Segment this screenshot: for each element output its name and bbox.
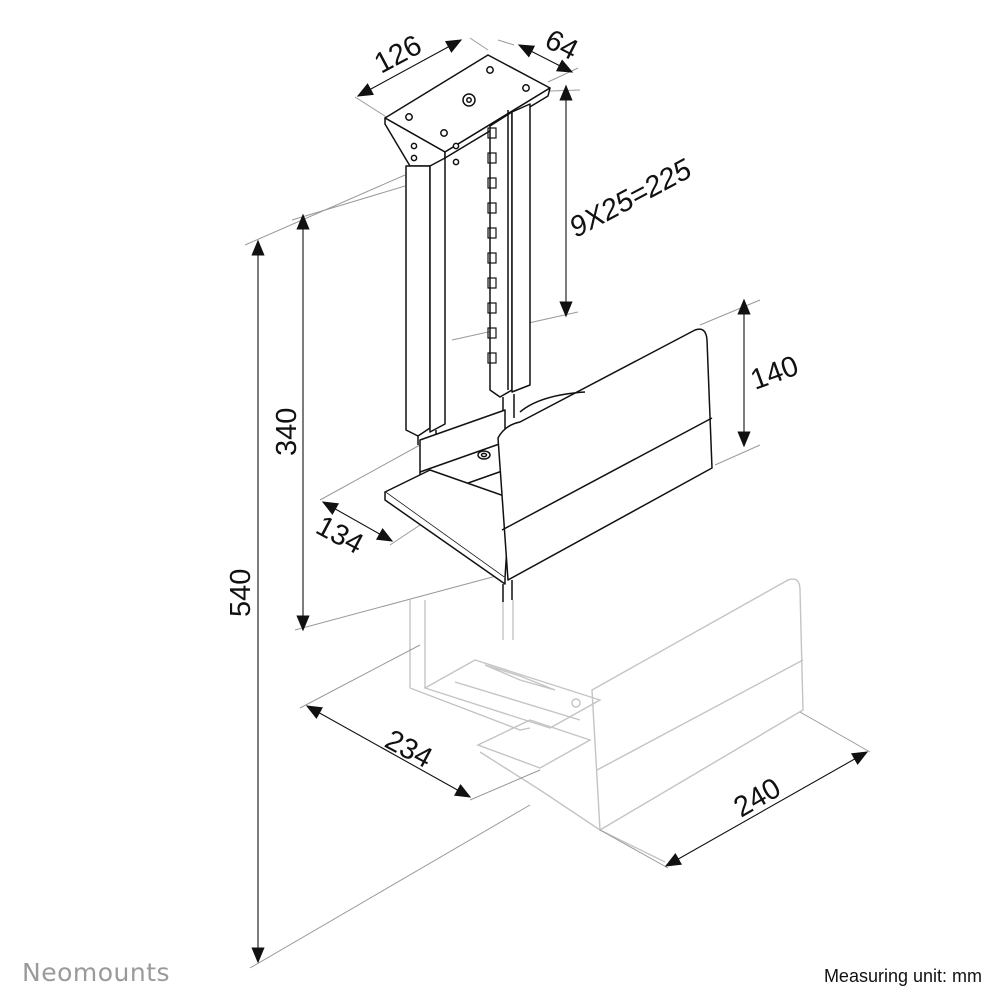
dim-label-234: 234 xyxy=(380,724,438,775)
dim-label-340: 340 xyxy=(271,408,303,456)
extension-lines xyxy=(244,37,871,969)
under-desk-mount xyxy=(384,54,551,445)
dim-line-134 xyxy=(321,501,394,542)
dim-label-126: 126 xyxy=(369,29,427,80)
dim-label-225: 9X25=225 xyxy=(564,153,697,244)
bottom-tray xyxy=(384,469,511,579)
dim-line-64 xyxy=(517,44,574,73)
dim-line-240 xyxy=(664,751,869,867)
measuring-unit-note: Measuring unit: mm xyxy=(823,966,982,986)
dim-label-64: 64 xyxy=(540,24,583,67)
front-column xyxy=(405,165,431,437)
brand-logo: Neomounts xyxy=(22,958,171,987)
ghost-lower-holder xyxy=(409,578,804,863)
dim-line-234 xyxy=(305,705,472,798)
dimension-arrows xyxy=(251,39,869,964)
dim-label-134: 134 xyxy=(311,510,369,561)
dim-label-140: 140 xyxy=(746,350,802,397)
dim-label-540: 540 xyxy=(225,569,257,617)
pc-holder xyxy=(384,328,713,602)
dim-label-240: 240 xyxy=(729,772,787,824)
side-plate xyxy=(497,328,713,581)
dim-line-126 xyxy=(356,39,463,97)
adjustment-slots xyxy=(487,127,497,364)
